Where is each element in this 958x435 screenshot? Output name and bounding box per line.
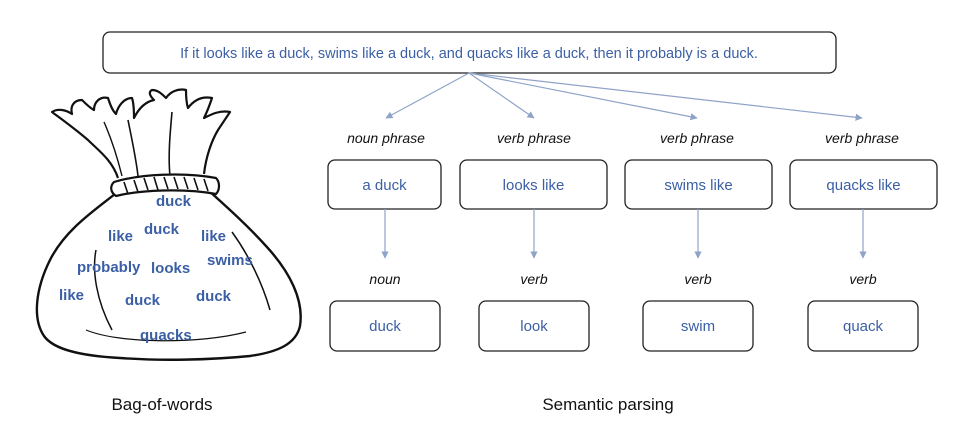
bag-top-fold-1 <box>127 119 139 177</box>
word-text-2: look <box>520 318 548 335</box>
bag-fold-left <box>93 249 113 331</box>
caption-bag-of-words: Bag-of-words <box>111 395 212 414</box>
bag-word: duck <box>196 288 232 305</box>
phrase-label-2: verb phrase <box>497 130 571 146</box>
word-label-4: verb <box>849 271 876 287</box>
word-box-3 <box>642 300 754 352</box>
bag-word: duck <box>125 292 161 309</box>
arrow-sentence-to-verb-phrase-3 <box>468 72 863 121</box>
arrow-sentence-to-verb-phrase-1 <box>468 72 535 119</box>
word-label-1: noun <box>369 271 400 287</box>
word-box-4 <box>807 300 919 352</box>
phrase-text-1: a duck <box>362 177 407 194</box>
bag-fold-right <box>231 231 271 311</box>
bag-word: like <box>108 228 133 245</box>
bag-word: looks <box>151 260 190 277</box>
word-label-3: verb <box>684 271 711 287</box>
bag-top-fold-3 <box>103 121 123 177</box>
word-box-1 <box>329 300 441 352</box>
word-box-2 <box>478 300 590 352</box>
phrase-text-4: quacks like <box>826 177 900 194</box>
bag-word: probably <box>77 259 141 276</box>
bag-word: like <box>201 228 226 245</box>
phrase-text-3: swims like <box>664 177 732 194</box>
bag-word: duck <box>156 193 192 210</box>
arrow-sentence-to-verb-phrase-2 <box>468 72 698 121</box>
bag-icon: duck like duck like probably looks swims… <box>35 88 302 361</box>
phrase-label-1: noun phrase <box>347 130 425 146</box>
word-text-3: swim <box>681 318 715 335</box>
bag-top-fold-2 <box>168 111 173 177</box>
sentence-text: If it looks like a duck, swims like a du… <box>180 46 758 62</box>
word-text-4: quack <box>843 318 884 335</box>
bag-word: like <box>59 287 84 304</box>
bag-word: duck <box>144 221 180 238</box>
word-text-1: duck <box>369 318 401 335</box>
bag-fold-bottom <box>85 329 247 342</box>
caption-semantic-parsing: Semantic parsing <box>542 395 673 414</box>
bag-top-cloth <box>50 88 232 179</box>
arrow-sentence-to-noun-phrase <box>385 72 470 119</box>
bag-word: quacks <box>140 327 192 344</box>
phrase-text-2: looks like <box>503 177 565 194</box>
phrase-label-4: verb phrase <box>825 130 899 146</box>
bag-rope-twist <box>123 176 209 195</box>
bag-body <box>35 189 302 361</box>
word-label-2: verb <box>520 271 547 287</box>
phrase-label-3: verb phrase <box>660 130 734 146</box>
bag-word: swims <box>207 252 253 269</box>
